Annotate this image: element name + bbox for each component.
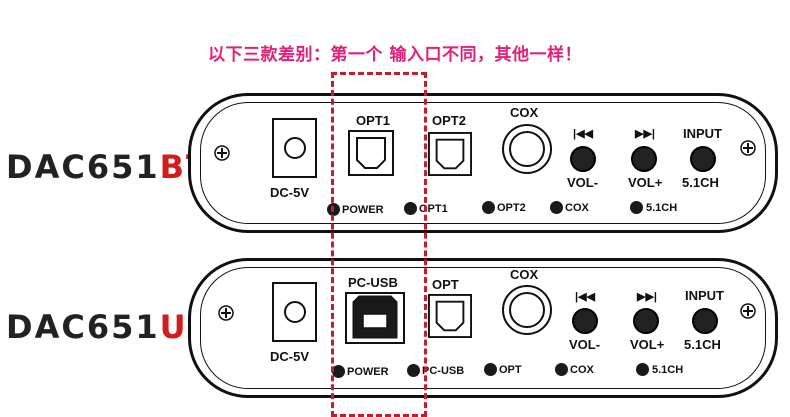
led-indicator — [555, 363, 568, 376]
input2-label: OPT2 — [432, 113, 466, 128]
input-select-label: INPUT — [683, 126, 722, 141]
led-indicator — [482, 201, 495, 214]
led-label: 5.1CH — [646, 202, 678, 214]
model-prefix: DAC651 — [6, 148, 160, 186]
input1-label: OPT1 — [356, 113, 390, 128]
channel-label: 5.1CH — [682, 175, 719, 190]
led-label: POWER — [342, 204, 384, 216]
coaxial-port — [502, 124, 552, 174]
led-indicator — [636, 363, 649, 376]
led-label: 5.1CH — [652, 364, 684, 376]
vol-down-label: VOL- — [569, 337, 601, 352]
screw-icon — [740, 140, 756, 156]
device-inner-bezel-bt — [200, 102, 766, 224]
vol-down-button[interactable] — [570, 146, 596, 172]
led-indicator — [332, 365, 345, 378]
coaxial-port — [502, 285, 552, 335]
vol-up-button[interactable] — [631, 146, 657, 172]
model-name-u: DAC651U — [6, 308, 188, 346]
input-select-button[interactable] — [690, 146, 716, 172]
headline: 以下三款差别：第一个 输入口不同，其他一样！ — [208, 45, 582, 65]
vol-up-label: VOL+ — [628, 175, 663, 190]
led-indicator — [404, 202, 417, 215]
vol-up-button[interactable] — [633, 308, 659, 334]
led-label: OPT2 — [497, 202, 526, 214]
prev-track-icon: |◀◀ — [575, 291, 595, 303]
prev-track-icon: |◀◀ — [573, 128, 593, 140]
led-label: OPT — [499, 364, 522, 376]
coax-label: COX — [510, 105, 539, 120]
dc-label: DC-5V — [270, 185, 310, 200]
led-label: POWER — [347, 366, 389, 378]
model-name-bt: DAC651BT — [6, 148, 210, 186]
dc-label: DC-5V — [270, 349, 310, 364]
usb-b-port-icon — [345, 292, 405, 344]
input1-label: PC-USB — [348, 275, 398, 290]
device-inner-bezel-u — [200, 267, 766, 389]
led-label: PC-USB — [422, 365, 465, 377]
screw-icon — [218, 305, 234, 321]
input-select-button[interactable] — [692, 308, 718, 334]
next-track-icon: ▶▶| — [635, 128, 655, 140]
screw-icon — [214, 145, 230, 161]
optical-port-icon — [428, 294, 472, 338]
led-indicator — [407, 364, 420, 377]
optical-port-icon — [348, 130, 394, 176]
input-select-label: INPUT — [685, 288, 724, 303]
led-label: COX — [565, 202, 589, 214]
screw-icon — [740, 303, 756, 319]
dc-power-jack — [272, 282, 317, 342]
input2-label: OPT — [432, 277, 459, 292]
next-track-icon: ▶▶| — [637, 291, 657, 303]
led-indicator — [484, 363, 497, 376]
led-indicator — [550, 201, 563, 214]
led-indicator — [630, 201, 643, 214]
model-suffix: U — [159, 308, 188, 346]
difference-highlight-box — [331, 72, 427, 417]
vol-down-label: VOL- — [567, 175, 599, 190]
channel-label: 5.1CH — [684, 337, 721, 352]
led-label: COX — [570, 364, 594, 376]
vol-down-button[interactable] — [572, 308, 598, 334]
vol-up-label: VOL+ — [630, 337, 665, 352]
dc-power-jack — [272, 118, 317, 178]
optical-port-icon — [428, 132, 472, 176]
coax-label: COX — [510, 267, 539, 282]
model-prefix: DAC651 — [6, 308, 160, 346]
